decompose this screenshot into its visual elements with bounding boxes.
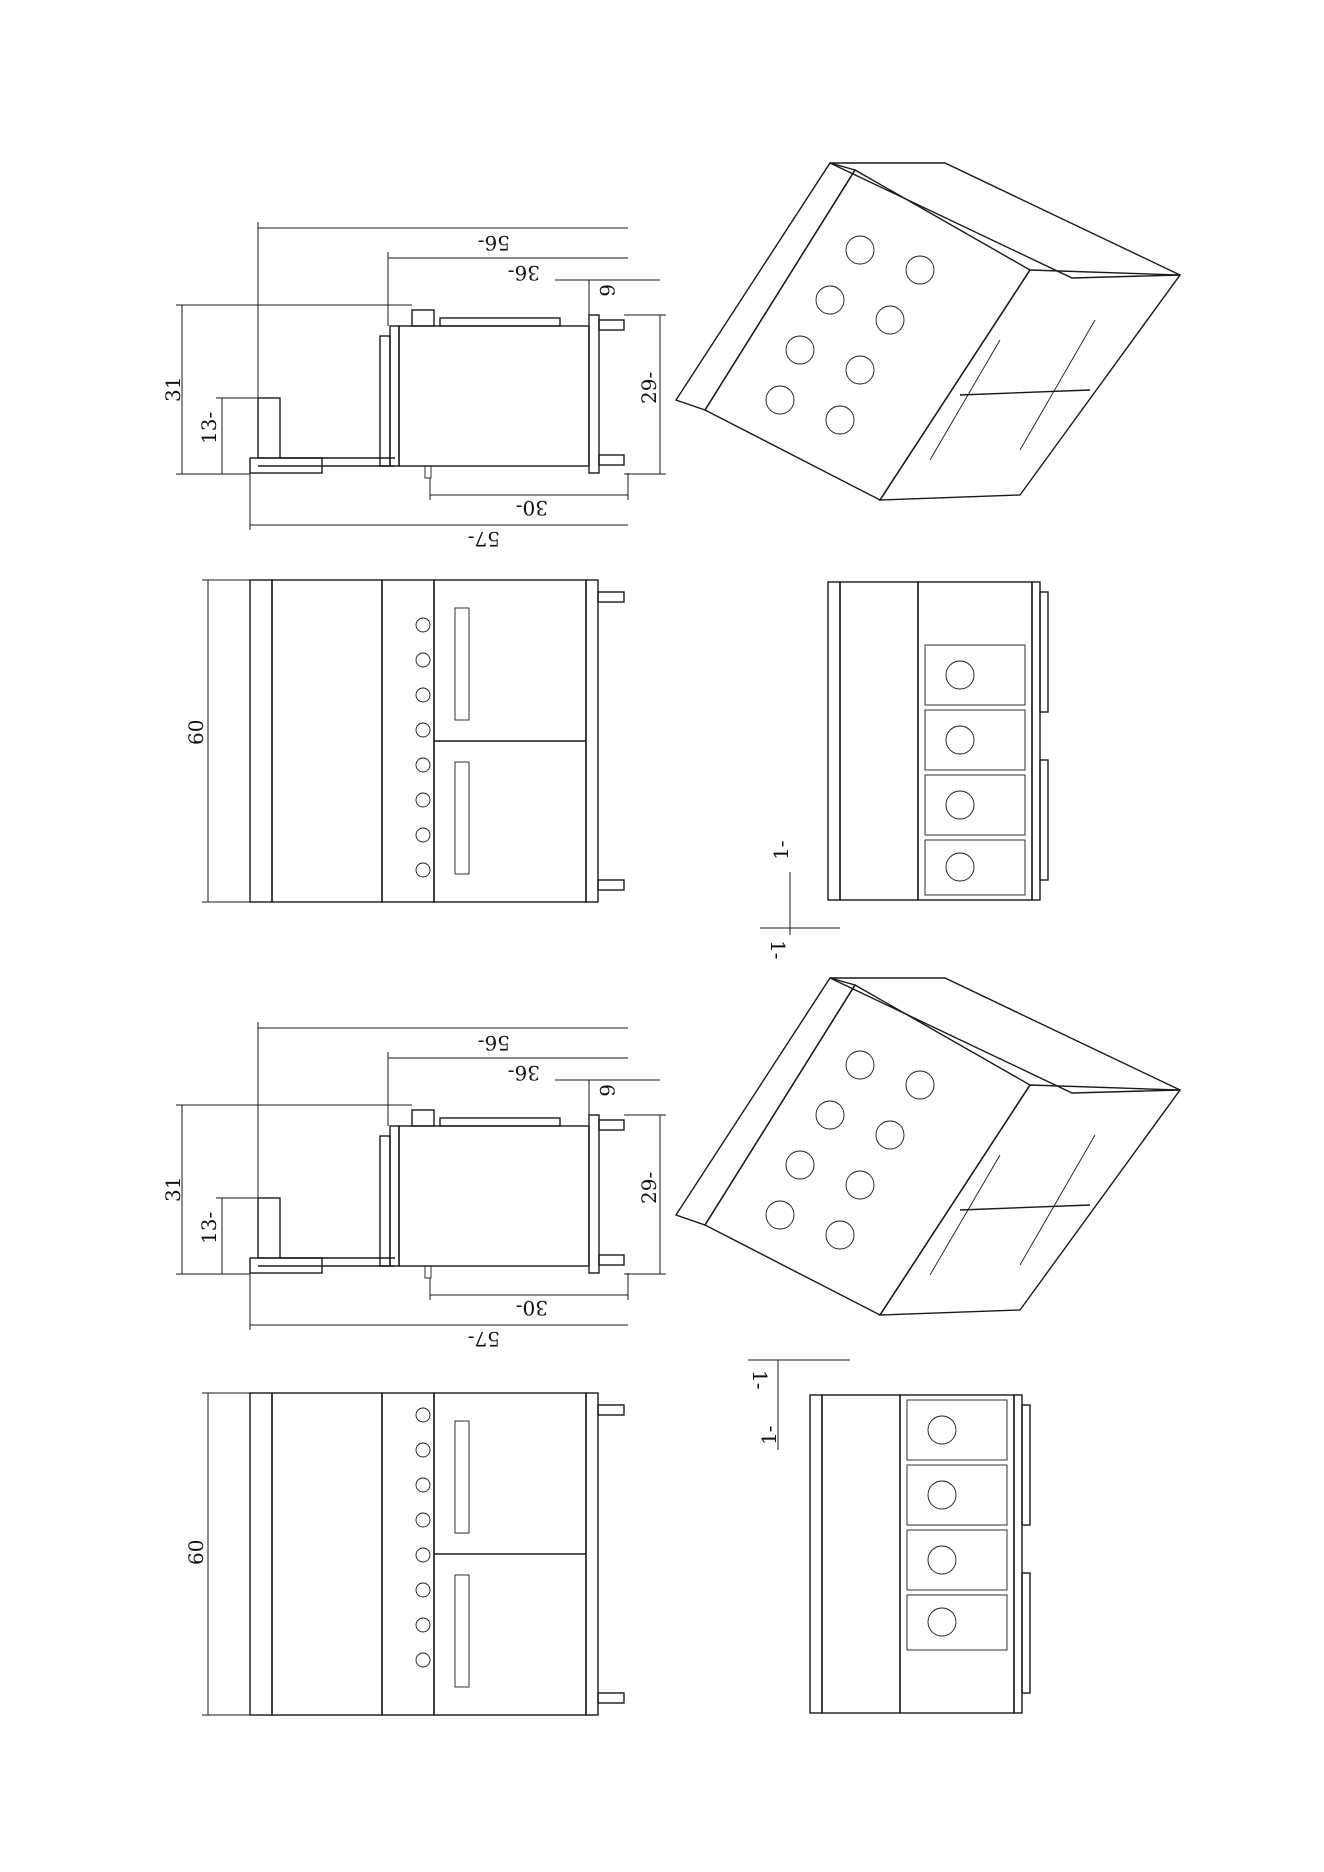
dim-label: 30- (516, 496, 548, 520)
dim-label: 36- (508, 261, 540, 285)
dim-label: 57- (468, 527, 500, 551)
dim-label: 1- (766, 940, 790, 959)
dim-label: 57- (468, 1327, 500, 1351)
dim-label: 29- (637, 372, 661, 404)
dim-label: 1- (769, 841, 793, 860)
dim-label: 56- (478, 1031, 510, 1055)
dim-label: 29- (637, 1172, 661, 1204)
dim-label: 6 (595, 1084, 619, 1097)
dim-label: 60 (184, 720, 208, 745)
dim-label: 60 (184, 1540, 208, 1565)
dim-label: 1- (748, 1370, 772, 1389)
dim-label: 1- (757, 1426, 781, 1445)
dim-label: 30- (516, 1296, 548, 1320)
dim-label: 6 (595, 284, 619, 297)
dim-label: 13- (197, 412, 221, 444)
dim-label: 31 (161, 1177, 185, 1202)
dim-label: 36- (508, 1061, 540, 1085)
dim-label: 56- (478, 231, 510, 255)
dim-label: 13- (197, 1212, 221, 1244)
dim-label: 31 (161, 377, 185, 402)
